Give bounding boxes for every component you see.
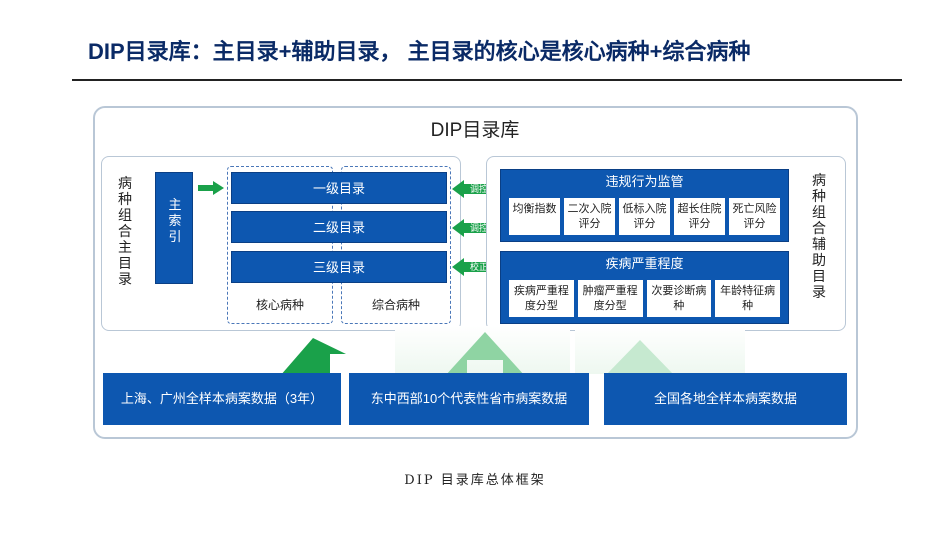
severity-item: 肿瘤严重程度分型 xyxy=(577,280,643,317)
comprehensive-disease-group xyxy=(341,166,451,324)
supervision-item: 低标入院评分 xyxy=(619,198,670,235)
arrow-up-icon xyxy=(445,332,525,376)
figure-caption: DIP 目录库总体框架 xyxy=(404,473,546,488)
connector-arrow-2: 调控 xyxy=(452,219,496,237)
main-index-label: 主索引 xyxy=(168,197,182,244)
title-divider xyxy=(72,79,902,81)
level-1-catalog: 一级目录 xyxy=(231,172,447,204)
core-disease-group xyxy=(227,166,333,324)
arrow-left-icon xyxy=(452,219,496,237)
core-disease-label: 核心病种 xyxy=(255,298,304,312)
data-source-3: 全国各地全样本病案数据 xyxy=(604,373,847,425)
violation-supervision-box: 违规行为监管 均衡指数 二次入院评分 低标入院评分 超长住院评分 死亡风险评分 xyxy=(500,169,789,242)
connector-label: 调控 xyxy=(470,223,489,233)
severity-item: 疾病严重程度分型 xyxy=(509,280,574,317)
severity-item: 年龄特征病种 xyxy=(715,280,780,317)
page-title: DIP目录库：主目录+辅助目录， 主目录的核心是核心病种+综合病种 xyxy=(88,39,751,64)
severity-item: 次要诊断病种 xyxy=(646,280,712,317)
main-index-box: 主索引 xyxy=(155,172,193,284)
supervision-item: 死亡风险评分 xyxy=(729,198,780,235)
arrow-left-icon xyxy=(452,258,496,276)
disease-severity-box: 疾病严重程度 疾病严重程度分型 肿瘤严重程度分型 次要诊断病种 年龄特征病种 xyxy=(500,251,789,324)
connector-label: 校正 xyxy=(470,262,489,272)
disease-severity-title: 疾病严重程度 xyxy=(605,256,684,271)
level-3-catalog: 三级目录 xyxy=(231,251,447,283)
frame-title: DIP目录库 xyxy=(430,120,520,141)
auxiliary-catalog-side-label: 病种组合辅助目录 xyxy=(812,172,826,300)
arrow-up-icon xyxy=(280,338,346,376)
connector-arrow-1: 调控 xyxy=(452,180,496,198)
violation-supervision-title: 违规行为监管 xyxy=(605,174,684,189)
supervision-item: 超长住院评分 xyxy=(674,198,725,235)
comprehensive-disease-label: 综合病种 xyxy=(371,298,420,312)
arrow-up-icon xyxy=(605,340,675,376)
supervision-item: 二次入院评分 xyxy=(564,198,615,235)
arrow-right-icon xyxy=(198,181,224,195)
level-2-catalog: 二级目录 xyxy=(231,211,447,243)
main-catalog-side-label: 病种组合主目录 xyxy=(118,175,132,287)
connector-arrow-3: 校正 xyxy=(452,258,496,276)
arrow-left-icon xyxy=(452,180,496,198)
data-source-2: 东中西部10个代表性省市病案数据 xyxy=(349,373,589,425)
supervision-item: 均衡指数 xyxy=(509,198,560,235)
data-source-1: 上海、广州全样本病案数据（3年） xyxy=(103,373,341,425)
connector-label: 调控 xyxy=(470,184,489,194)
